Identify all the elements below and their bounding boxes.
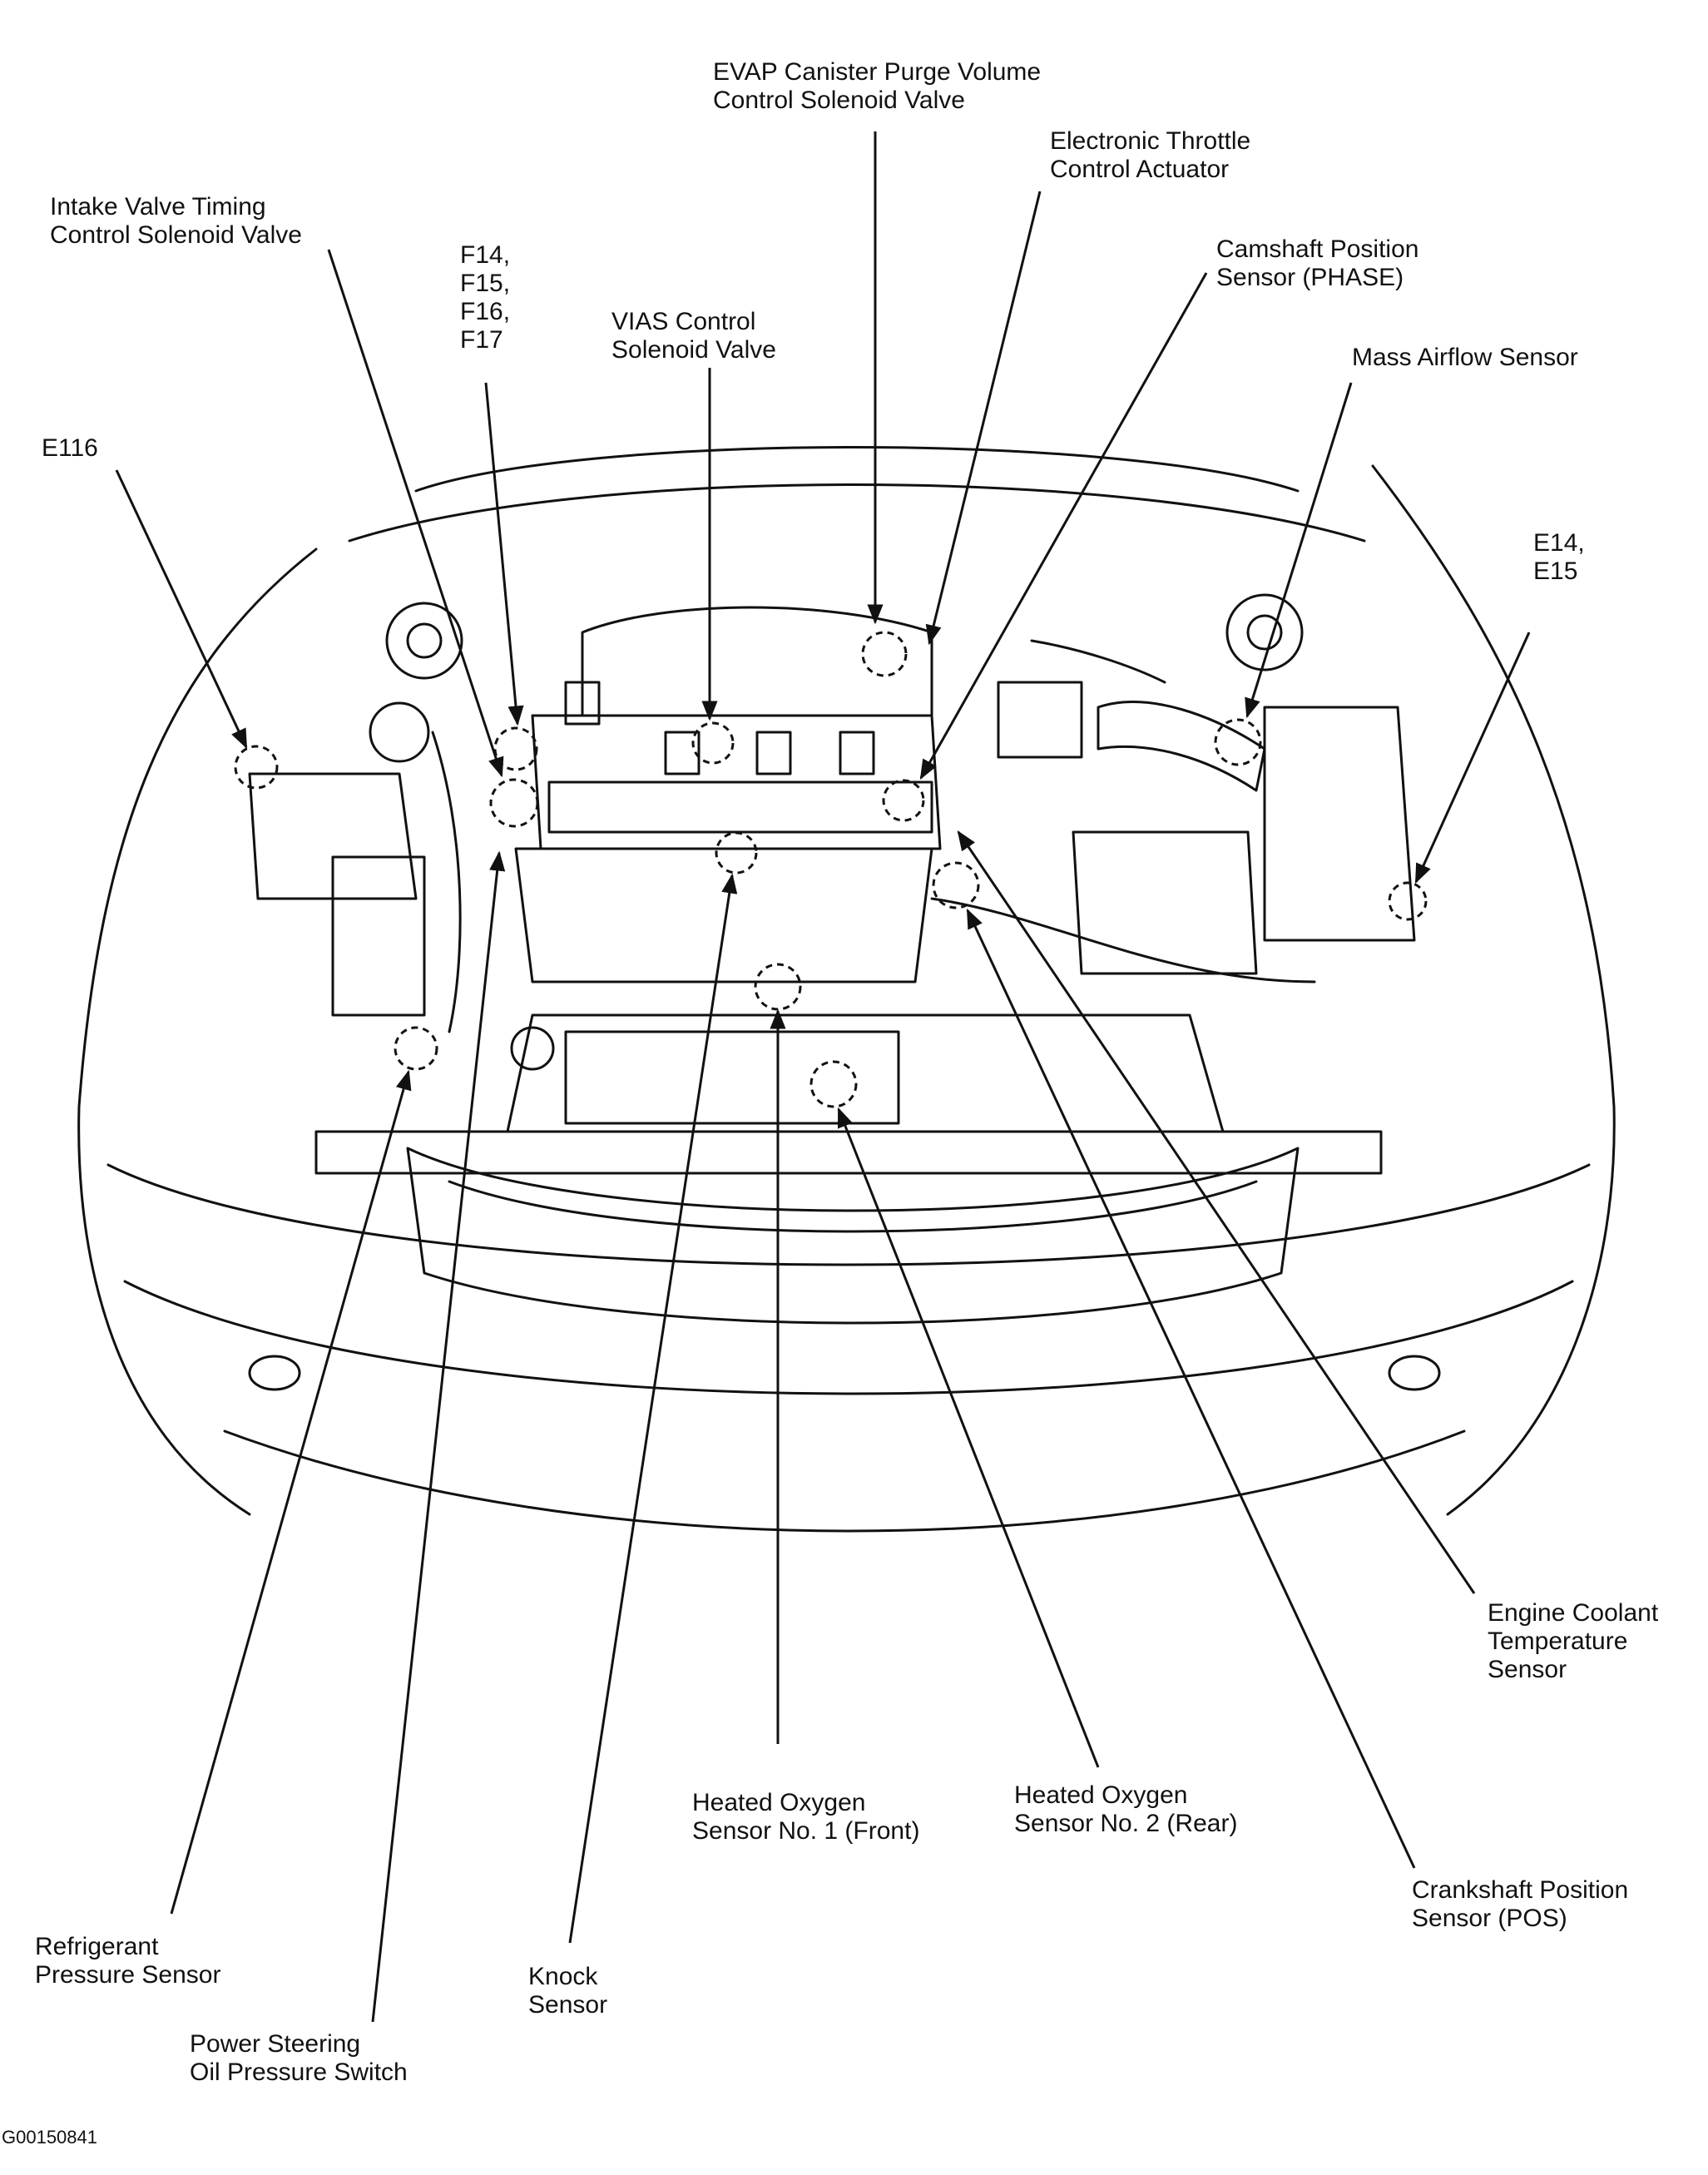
marker-e14 (1388, 881, 1428, 921)
label-maf: Mass Airflow Sensor (1352, 344, 1578, 371)
ignition-coil-4 (839, 731, 875, 775)
ignition-coil-1 (564, 681, 601, 726)
wire-harness (1030, 639, 1166, 684)
marker-refrigerant (394, 1026, 438, 1071)
marker-vias (691, 721, 735, 765)
label-ho2-rear: Heated Oxygen Sensor No. 2 (Rear) (1014, 1781, 1238, 1837)
leader-intake-valve (327, 249, 504, 778)
marker-knock (715, 831, 758, 874)
leader-maf (1245, 382, 1353, 719)
upper-hose (431, 731, 462, 1033)
reservoir-cap (369, 701, 430, 763)
marker-camshaft (882, 779, 925, 822)
strut-tower-left (385, 602, 463, 680)
label-coolant: Engine Coolant Temperature Sensor (1488, 1599, 1659, 1683)
marker-ho2-rear (809, 1060, 858, 1108)
label-e116: E116 (42, 434, 98, 462)
valve-cover (547, 780, 933, 834)
label-knock: Knock Sensor (528, 1963, 608, 2019)
marker-crankshaft (932, 861, 980, 909)
intake-manifold (581, 606, 933, 717)
grille-inner (448, 1180, 1258, 1233)
label-vias: VIAS Control Solenoid Valve (611, 308, 776, 364)
washer-tank (331, 855, 426, 1017)
marker-f14-f17 (493, 726, 538, 771)
marker-ho2-front (754, 963, 802, 1011)
label-power-steering: Power Steering Oil Pressure Switch (190, 2030, 408, 2086)
marker-e116 (234, 745, 279, 790)
leader-e116 (115, 469, 248, 750)
battery (1072, 830, 1258, 975)
leader-e14 (1414, 632, 1531, 884)
ignition-coil-2 (664, 731, 701, 775)
leader-throttle (925, 191, 1042, 646)
fuse-box (997, 681, 1083, 759)
intake-duct (1097, 701, 1266, 792)
fog-light-left (248, 1355, 301, 1391)
label-throttle: Electronic Throttle Control Actuator (1050, 127, 1251, 183)
label-crankshaft: Crankshaft Position Sensor (POS) (1412, 1876, 1629, 1932)
engine-block (514, 847, 933, 983)
strut-tower-right (1225, 593, 1304, 671)
label-refrigerant: Refrigerant Pressure Sensor (35, 1933, 221, 1989)
radiator-panel (564, 1030, 900, 1125)
fog-light-right (1388, 1355, 1441, 1391)
marker-maf (1214, 718, 1262, 766)
label-intake-valve: Intake Valve Timing Control Solenoid Val… (50, 193, 302, 249)
grille (406, 1147, 1300, 1325)
strut-tower-left-inner (406, 622, 443, 659)
marker-intake-valve (489, 778, 539, 828)
leader-crankshaft (966, 908, 1416, 1869)
bumper-bottom (223, 1429, 1466, 1533)
label-ho2-front: Heated Oxygen Sensor No. 1 (Front) (692, 1789, 920, 1845)
figure-code: G00150841 (2, 2127, 97, 2148)
coolant-reservoir (248, 772, 418, 900)
right-fender (1371, 464, 1616, 1516)
label-e14: E14, E15 (1533, 529, 1585, 585)
lower-hose (930, 897, 1316, 983)
leader-coolant (957, 830, 1476, 1594)
leader-f-codes (484, 382, 524, 726)
leader-knock (568, 873, 738, 1944)
radiator-cap (510, 1026, 555, 1071)
leader-refrigerant (170, 1069, 412, 1915)
left-fender (77, 547, 318, 1516)
hood-outline (414, 446, 1300, 493)
marker-evap (861, 631, 908, 677)
bumper-lower (123, 1280, 1574, 1395)
air-cleaner-box (1263, 706, 1416, 942)
label-camshaft: Camshaft Position Sensor (PHASE) (1216, 235, 1419, 291)
strut-tower-right-inner (1246, 614, 1283, 651)
ignition-coil-3 (755, 731, 792, 775)
radiator-cover (506, 1013, 1225, 1133)
leader-ho2-rear (837, 1107, 1100, 1768)
hood-inner (348, 483, 1366, 543)
leader-camshaft (919, 272, 1208, 780)
label-f-codes: F14, F15, F16, F17 (460, 241, 511, 354)
front-bumper (106, 1163, 1591, 1266)
label-evap: EVAP Canister Purge Volume Control Solen… (713, 58, 1042, 114)
leader-power-steering (371, 850, 506, 2023)
